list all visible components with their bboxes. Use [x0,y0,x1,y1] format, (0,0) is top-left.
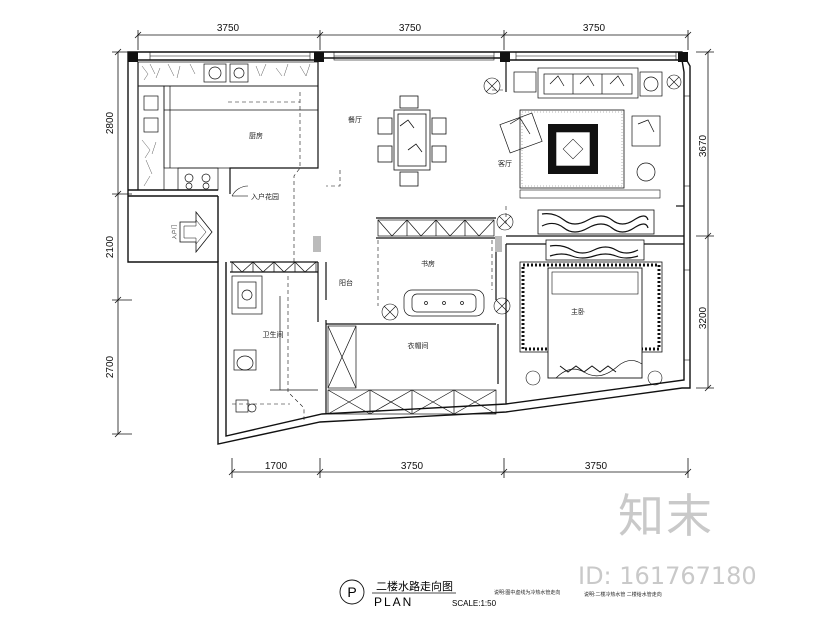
pipe-shaft-right [495,236,502,252]
entry-arrow-label: 入户门 [171,224,178,239]
right-dimension-line [696,48,714,392]
plant-icons [381,74,682,321]
dim-left-1: 2800 [105,111,116,134]
dim-bottom-1: 1700 [265,461,288,472]
dining-dashed-pipe [326,170,341,187]
living-rug [519,109,625,189]
dim-right-1: 3670 [698,134,709,157]
dim-top-1: 3750 [217,23,240,34]
living-dashed-pipe [492,89,507,226]
bathroom-fixtures [231,275,318,413]
study-sofa [403,289,485,317]
kitchen-marble-texture [141,63,311,187]
dim-top-3: 3750 [583,23,606,34]
room-label-balcony: 阳台 [339,278,353,287]
dim-left-2: 2100 [105,235,116,258]
room-label-closet: 衣帽间 [408,341,429,350]
title-scale: SCALE:1:50 [452,599,497,608]
dim-bottom-2: 3750 [401,461,424,472]
pipe-shaft-left [313,236,321,252]
title-note-left: 说明:图中虚线为冷热水管走向 [494,589,560,596]
kitchen-counters [137,61,319,191]
closet-wardrobes [327,325,497,415]
dim-right-2: 3200 [698,306,709,329]
living-sofa [513,67,663,99]
room-label-study: 书房 [421,259,435,268]
cabinet-row [377,219,495,237]
watermark-id: ID: 161767180 [578,562,757,590]
bottom-dimension-line [228,458,692,478]
room-label-master: 主卧 [571,307,585,316]
dim-top-2: 3750 [399,23,422,34]
room-label-bath: 卫生间 [263,330,284,339]
master-bed-headboard-cabinet [545,239,645,261]
dim-bottom-3: 3750 [585,461,608,472]
study-dashed-pipe [377,240,493,306]
room-label-dining: 餐厅 [348,115,362,124]
room-label-entrance: 入户花园 [251,192,279,201]
title-name: 二楼水路走向图 [376,579,453,593]
kitchen-dashed-pipe [228,92,301,262]
title-plan-word: PLAN [374,595,413,609]
dim-left-3: 2700 [105,355,116,378]
entrance-door-swing [231,185,249,197]
dining-table [377,95,447,187]
top-windows [149,51,677,61]
living-armchairs [499,112,661,182]
title-circle [339,579,365,605]
title-circle-letter: P [347,584,356,600]
tv-cabinet [519,189,661,235]
top-dimension-line [134,30,692,50]
title-note-right: 说明:二楼冷热水管 二楼给水管走向 [584,591,662,598]
watermark-logo: 知末 [618,489,714,543]
master-bed-rug [519,261,663,386]
bathroom-dashed-pipe [232,276,305,420]
right-windows [683,95,691,361]
entrance-cabinet [231,261,317,273]
room-label-kitchen: 厨房 [249,131,263,140]
title-block: P 二楼水路走向图 PLAN SCALE:1:50 说明:图中虚线为冷热水管走向… [339,579,662,609]
wall-columns [128,52,688,62]
entry-arrow: 入户门 [171,210,213,254]
room-label-living: 客厅 [498,159,512,168]
